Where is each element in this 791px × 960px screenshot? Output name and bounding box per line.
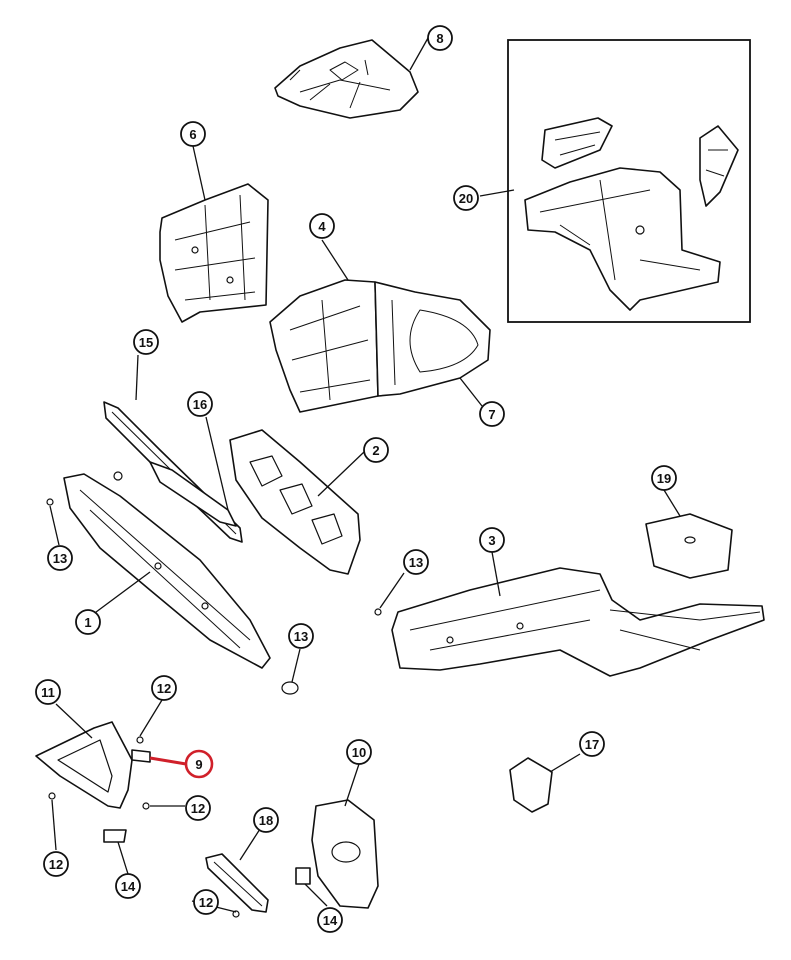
svg-text:17: 17 — [585, 737, 599, 752]
callout-20: 20 — [453, 185, 479, 211]
part-wheelhouse-inner — [269, 279, 379, 413]
part-corner-bracket — [509, 757, 553, 813]
svg-text:13: 13 — [53, 551, 67, 566]
callout-17: 17 — [579, 731, 605, 757]
callout-11: 11 — [35, 679, 61, 705]
callout-12-top: 12 — [151, 675, 177, 701]
svg-text:14: 14 — [121, 879, 136, 894]
part-front-crossmember — [63, 473, 271, 669]
svg-text:19: 19 — [657, 471, 671, 486]
svg-text:16: 16 — [193, 397, 207, 412]
svg-text:13: 13 — [409, 555, 423, 570]
svg-text:2: 2 — [372, 443, 379, 458]
part-inset-fender-support — [524, 117, 739, 311]
callout-12-right: 12 — [185, 795, 211, 821]
fasteners — [46, 471, 382, 918]
callout-4: 4 — [309, 213, 335, 239]
callout-14-right: 14 — [317, 907, 343, 933]
callout-6: 6 — [180, 121, 206, 147]
part-dash-panel — [159, 183, 269, 323]
callout-15: 15 — [133, 329, 159, 355]
svg-text:13: 13 — [294, 629, 308, 644]
part-wheelhouse-outer — [374, 281, 491, 397]
callout-12-bottom: 12 — [193, 889, 219, 915]
svg-text:18: 18 — [259, 813, 273, 828]
svg-text:4: 4 — [318, 219, 326, 234]
inset-frame — [507, 39, 751, 323]
svg-text:11: 11 — [41, 685, 55, 700]
callout-3: 3 — [479, 527, 505, 553]
svg-text:15: 15 — [139, 335, 153, 350]
callout-8: 8 — [427, 25, 453, 51]
part-bracket — [149, 461, 237, 527]
callout-12-left: 12 — [43, 851, 69, 877]
svg-text:12: 12 — [191, 801, 205, 816]
svg-text:12: 12 — [199, 895, 213, 910]
svg-text:1: 1 — [84, 615, 91, 630]
callout-10: 10 — [346, 739, 372, 765]
svg-text:7: 7 — [488, 407, 495, 422]
part-cowl-top-panel — [274, 39, 419, 119]
part-frame-rail — [391, 567, 765, 677]
callout-13-left: 13 — [47, 545, 73, 571]
svg-text:12: 12 — [49, 857, 63, 872]
part-triangular-brace — [35, 721, 151, 809]
part-shock-tower — [311, 799, 379, 909]
leader-lines — [49, 37, 681, 913]
svg-text:12: 12 — [157, 681, 171, 696]
svg-text:6: 6 — [189, 127, 196, 142]
part-radiator-brace — [229, 429, 361, 575]
callout-13-mid: 13 — [403, 549, 429, 575]
callout-9: 9 — [184, 749, 214, 779]
callout-18: 18 — [253, 807, 279, 833]
callout-14-left: 14 — [115, 873, 141, 899]
callout-2: 2 — [363, 437, 389, 463]
svg-text:3: 3 — [488, 533, 495, 548]
callout-19: 19 — [651, 465, 677, 491]
svg-text:10: 10 — [352, 745, 366, 760]
part-channel — [205, 853, 269, 913]
callout-1: 1 — [75, 609, 101, 635]
part-mount-pad — [645, 513, 733, 579]
svg-text:20: 20 — [459, 191, 473, 206]
svg-text:9: 9 — [195, 757, 202, 772]
svg-text:14: 14 — [323, 913, 338, 928]
callout-16: 16 — [187, 391, 213, 417]
callout-7: 7 — [479, 401, 505, 427]
svg-text:8: 8 — [436, 31, 443, 46]
callout-13-bottom: 13 — [288, 623, 314, 649]
